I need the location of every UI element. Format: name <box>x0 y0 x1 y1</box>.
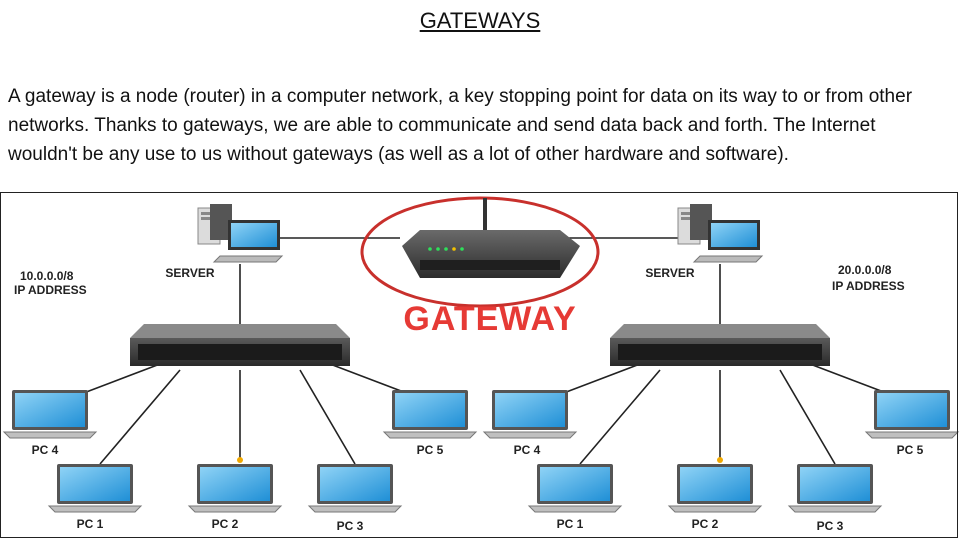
right-pc4-label: PC 4 <box>514 443 541 457</box>
left-pc5-label: PC 5 <box>417 443 444 457</box>
right-pc2-link-light <box>717 457 723 463</box>
right-ip-line2: IP ADDRESS <box>832 279 905 293</box>
diagram-frame <box>0 192 958 538</box>
gateway-label: GATEWAY <box>403 300 576 338</box>
left-ip-line2: IP ADDRESS <box>14 283 87 297</box>
gateway-highlight-circle <box>360 196 600 308</box>
left-server-label: SERVER <box>165 266 214 280</box>
right-network: 20.0.0.0/8 IP ADDRESS SERVER PC 4 PC 5 P… <box>483 203 959 533</box>
left-pc2-link-light <box>237 457 243 463</box>
right-pc1-label: PC 1 <box>557 517 584 531</box>
left-pc4-label: PC 4 <box>32 443 59 457</box>
gateway-router <box>360 196 600 308</box>
right-pc5-label: PC 5 <box>897 443 924 457</box>
left-pc2-label: PC 2 <box>212 517 239 531</box>
right-server-label: SERVER <box>645 266 694 280</box>
gateway-diagram: GATEWAY 10.0.0.0/8 IP ADDRESS SERVER PC … <box>3 196 959 533</box>
description-paragraph: A gateway is a node (router) in a comput… <box>8 86 913 165</box>
left-ip-line1: 10.0.0.0/8 <box>20 269 74 283</box>
right-ip-line1: 20.0.0.0/8 <box>838 263 892 277</box>
left-pc1-label: PC 1 <box>77 517 104 531</box>
left-network: 10.0.0.0/8 IP ADDRESS SERVER PC 4 PC 5 P… <box>3 203 477 533</box>
right-pc3-label: PC 3 <box>817 519 844 533</box>
left-pc3-label: PC 3 <box>337 519 364 533</box>
right-pc2-label: PC 2 <box>692 517 719 531</box>
page-title: GATEWAYS <box>419 8 541 33</box>
